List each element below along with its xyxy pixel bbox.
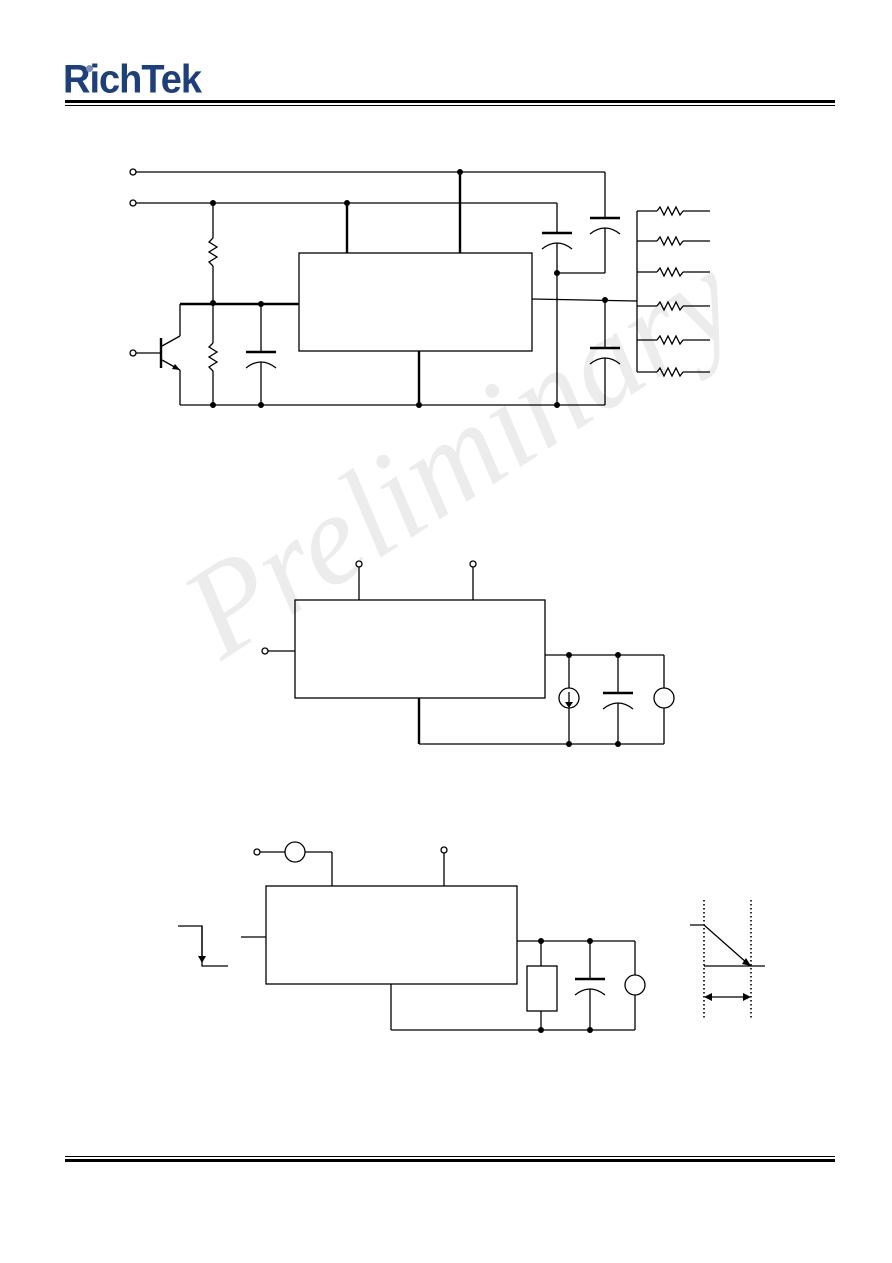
logo-dot-icon bbox=[86, 65, 93, 72]
ic-block-1 bbox=[298, 252, 533, 352]
header-rule-thin bbox=[65, 105, 835, 106]
header-rule bbox=[65, 100, 835, 103]
timing-diagram bbox=[690, 900, 765, 1020]
footer-rule bbox=[65, 1159, 835, 1162]
resistor-bank bbox=[637, 205, 710, 378]
ic-block-3 bbox=[265, 885, 518, 985]
footer-rule-thin bbox=[65, 1156, 835, 1157]
